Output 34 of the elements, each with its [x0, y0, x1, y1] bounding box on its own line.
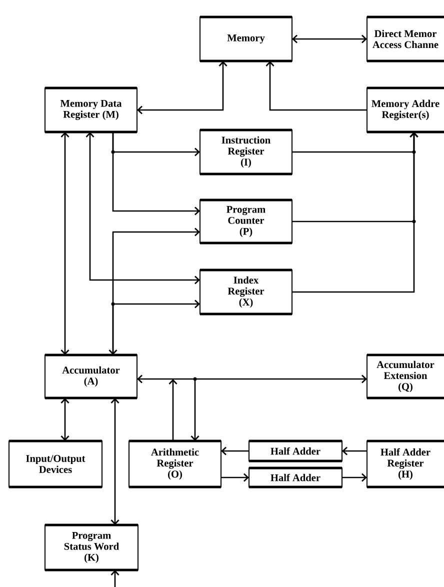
arrow — [221, 446, 249, 456]
arrow — [112, 300, 200, 355]
arrow — [137, 61, 228, 114]
block-box: Memory — [200, 16, 292, 62]
arrow — [221, 473, 249, 482]
arrow — [168, 379, 178, 441]
arrow — [342, 473, 367, 482]
block-box: Half Adder — [248, 466, 342, 488]
block-box: Memory Data Register (M) — [44, 86, 138, 134]
arrow — [60, 398, 70, 441]
arrow — [112, 132, 200, 216]
block-box: Half Adder — [248, 440, 342, 462]
block-box: Half Adder Register (H) — [366, 440, 444, 488]
arrow — [60, 132, 70, 355]
arrow — [342, 446, 367, 456]
block-box: Instruction Register (I) — [200, 128, 292, 176]
block-box: Arithmetic Register (O) — [128, 440, 222, 488]
arrow — [108, 228, 200, 355]
arrow — [110, 398, 120, 525]
block-box: Index Register (X) — [200, 268, 292, 316]
arrow — [292, 34, 367, 44]
arrow — [137, 374, 367, 384]
block-box: Program Counter (P) — [200, 198, 292, 244]
block-box: Input/Output Devices — [8, 440, 102, 488]
arrow — [190, 379, 200, 441]
arrow — [292, 132, 418, 293]
block-box: Memory Addre Register(s) — [366, 86, 444, 134]
arrow — [110, 570, 120, 587]
arrow — [86, 132, 200, 284]
block-box: Program Status Word (K) — [44, 524, 138, 572]
block-box: Accumulator (A) — [44, 354, 138, 400]
arrow — [266, 61, 367, 111]
block-box: Accumulator Extension (Q) — [366, 354, 444, 400]
block-box: Direct Memor Access Channe — [366, 16, 444, 62]
